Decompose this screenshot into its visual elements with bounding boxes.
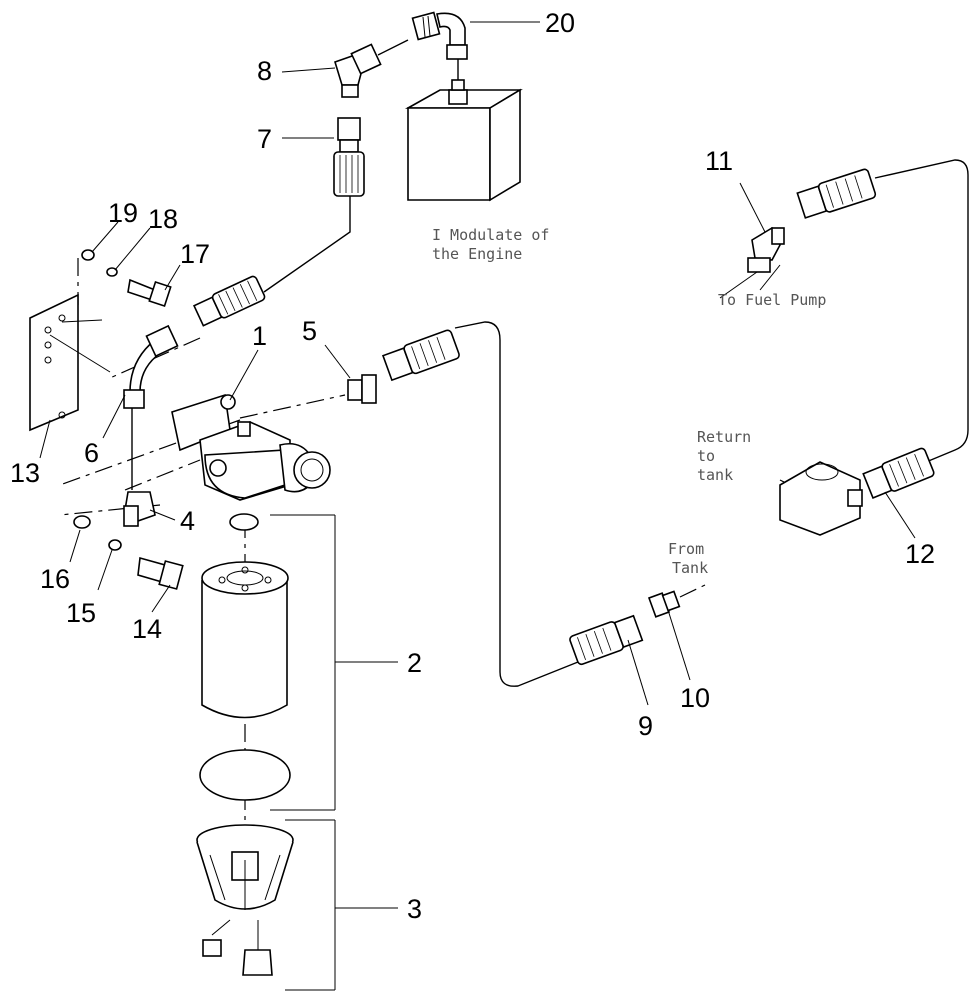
leader-18 [114, 227, 151, 271]
return-block [779, 461, 863, 536]
callout-3: 3 [407, 894, 422, 924]
note-module-line1: I Modulate of [432, 226, 549, 244]
hose-route-11-12 [874, 159, 969, 473]
part-20-elbow [411, 11, 468, 60]
callout-16: 16 [40, 564, 70, 594]
leader-9 [627, 639, 649, 706]
leader-10 [667, 609, 691, 681]
leader-6 [102, 394, 126, 439]
callout-9: 9 [638, 711, 653, 741]
engine-module-box [404, 88, 523, 202]
note-from-line1: From [668, 540, 704, 558]
callout-15: 15 [66, 598, 96, 628]
leader-11 [739, 182, 766, 233]
part-11-elbow [747, 168, 877, 273]
note-fuel-pump: To Fuel Pump [718, 291, 826, 309]
leader-4 [149, 509, 176, 521]
callout-20: 20 [545, 8, 575, 38]
leader-3 [285, 819, 398, 991]
callout-1: 1 [252, 321, 267, 351]
callout-11: 11 [705, 146, 733, 176]
note-return-line3: tank [697, 466, 733, 484]
module-fitting [448, 79, 468, 105]
callout-7: 7 [257, 124, 272, 154]
parts-14-16-hardware [73, 515, 184, 590]
leader-15 [97, 549, 113, 591]
callout-8: 8 [257, 56, 272, 86]
leader-13 [39, 419, 51, 459]
callout-13: 13 [10, 458, 40, 488]
centerline-bolts-upper [59, 419, 241, 486]
part-13-bracket [29, 293, 111, 432]
part-2-filter [199, 513, 291, 801]
centerline-10 [679, 584, 706, 598]
part-7-fitting [333, 117, 365, 197]
part-3-bowl [196, 824, 294, 976]
part-4-elbow [123, 491, 156, 527]
callout-2: 2 [407, 648, 422, 678]
callout-10: 10 [680, 683, 710, 713]
hose-route-8-20 [377, 39, 409, 56]
callout-12: 12 [905, 539, 935, 569]
callout-4: 4 [180, 506, 195, 536]
leader-5 [324, 344, 351, 379]
hose-end-upper [192, 275, 266, 327]
part-12-hose [862, 447, 935, 499]
note-return-line2: to [697, 447, 715, 465]
leader-19 [91, 221, 119, 253]
leader-12 [884, 491, 916, 539]
note-from-line2: Tank [672, 559, 708, 577]
leader-fuel-pump-2 [719, 271, 758, 299]
leader-17 [164, 264, 181, 291]
leader-8 [281, 67, 336, 73]
callout-17: 17 [180, 239, 210, 269]
callout-19: 19 [108, 198, 138, 228]
centerline-4 [124, 459, 201, 491]
part-6-elbow [123, 324, 179, 409]
part-8-elbow [334, 43, 382, 98]
callout-14: 14 [132, 614, 162, 644]
callout-6: 6 [84, 438, 99, 468]
hose-route-5-9 [454, 321, 579, 687]
leader-fuel-pump [759, 264, 781, 291]
part-9-hose [569, 614, 644, 666]
leader-2 [270, 514, 398, 811]
leader-1 [229, 349, 259, 401]
parts-17-19-hardware [81, 249, 172, 307]
leader-16 [69, 529, 81, 563]
note-return-line1: Return [697, 428, 751, 446]
centerline-5 [239, 394, 346, 419]
note-module-line2: the Engine [432, 245, 522, 263]
hose-route-7 [263, 195, 351, 293]
part-1-filter-head [171, 393, 331, 501]
part-10-fitting [647, 590, 681, 618]
part-5-fitting [347, 329, 460, 404]
leader-14 [151, 584, 171, 613]
callout-18: 18 [148, 204, 178, 234]
callout-5: 5 [302, 316, 317, 346]
